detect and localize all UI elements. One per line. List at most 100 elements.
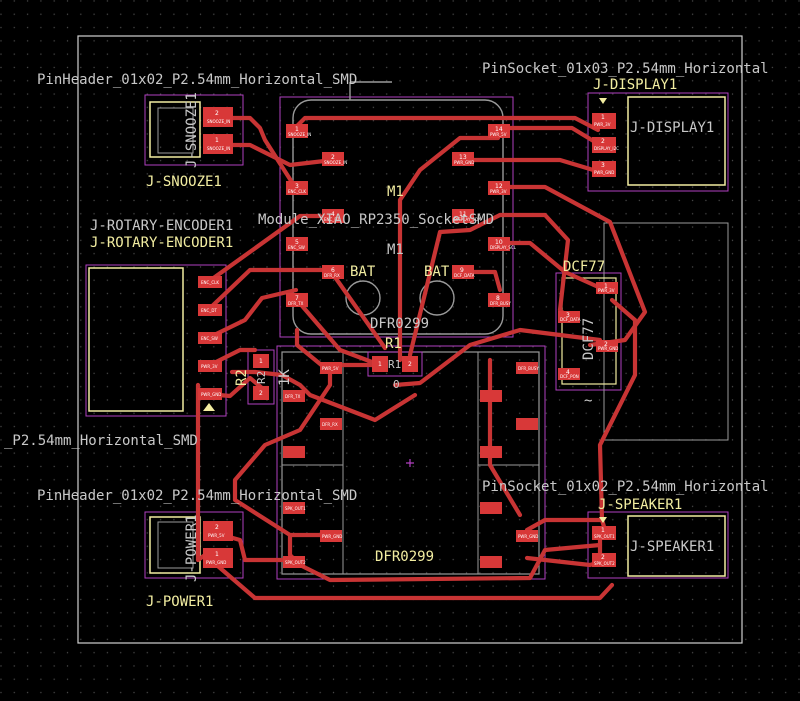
module-pad-9-net: DCF_DATA — [454, 273, 475, 278]
r2-pad-1[interactable] — [253, 354, 269, 368]
dcf-body-outline — [561, 277, 617, 385]
module-pad-4-net: ENC_DT — [324, 217, 340, 222]
dfr-right-pad-5[interactable] — [480, 502, 502, 514]
module-pad-7-net: DFR_TX — [288, 301, 304, 306]
snooze-body-inner — [157, 107, 194, 154]
module-pad-13[interactable] — [452, 152, 474, 166]
r1-pad-2[interactable] — [402, 356, 418, 372]
display-pad-1[interactable] — [592, 113, 616, 129]
module-left-pads: 1 SNOOZE_IN 2 SNOOZE_IN 3 ENC_CLK 4 ENC_… — [286, 124, 347, 307]
module-pad-7-num: 7 — [295, 295, 299, 302]
power-pad-2-net: PWR_5V — [208, 533, 225, 538]
module-pad-4-num: 4 — [331, 211, 335, 218]
module-pad-11[interactable] — [452, 209, 474, 223]
module-pad-2[interactable] — [322, 152, 344, 166]
dcf-pad-3-num: 3 — [566, 312, 570, 319]
encoder-pad-1[interactable] — [198, 276, 222, 288]
dcf-pads: 1 PWR_3V 2 PWR_GND 3 DCF_DATA 4 DCF_PON — [558, 282, 618, 380]
display-pad-3[interactable] — [592, 161, 616, 177]
module-pad-10-net: DISPLAY_SCL — [490, 245, 517, 250]
dfr-left-pad-5[interactable] — [283, 502, 305, 514]
pads-layer: 2 SNOOZE_IN 1 SNOOZE_IN 1 PWR_3V 2 DISPL… — [198, 98, 619, 568]
display-pad-2[interactable] — [592, 137, 616, 153]
encoder-pad-3-net: ENC_SW — [201, 336, 218, 341]
dfr-left-pad-2-net: DFR_TX — [285, 394, 301, 399]
power-pad-1[interactable] — [203, 548, 233, 568]
dfr-right-pad-2[interactable] — [480, 390, 502, 402]
snooze-pad-1[interactable] — [203, 134, 233, 154]
dcf-pad-3[interactable] — [558, 311, 580, 323]
track-enc-dt — [205, 267, 333, 313]
r1-silk-ref: R1 — [385, 336, 402, 352]
encoder-fab-ref: J-ROTARY-ENCODER1 — [90, 218, 233, 234]
module-pad-9[interactable] — [452, 265, 474, 279]
dfr-right-pad-1[interactable] — [516, 362, 538, 374]
module-pad-6-num: 6 — [331, 267, 335, 274]
speaker-pad-1[interactable] — [592, 526, 616, 540]
encoder-pad-5[interactable] — [198, 388, 222, 400]
snooze-pad-2[interactable] — [203, 107, 233, 127]
speaker-pads: 1 SPK_OUT1 2 SPK_OUT2 — [592, 517, 616, 567]
module-pad-1[interactable] — [286, 124, 308, 138]
dfr-left-pad-6-net: PWR_GND — [322, 534, 342, 539]
module-pad-8[interactable] — [488, 293, 510, 307]
speaker-fab-ref: J-SPEAKER1 — [630, 539, 714, 555]
module-pad-4[interactable] — [322, 209, 344, 223]
dfr-right-pad-3[interactable] — [516, 418, 538, 430]
module-pad-6-net: DFR_RX — [324, 273, 340, 278]
encoder-pad-4[interactable] — [198, 360, 222, 372]
module-pad-3[interactable] — [286, 181, 308, 195]
dfr-right-pad-4[interactable] — [480, 446, 502, 458]
r1-fab-ref: R1 — [388, 358, 401, 371]
speaker-pad-1-net: SPK_OUT1 — [594, 534, 615, 539]
dfr-left-pad-1[interactable] — [320, 362, 342, 374]
encoder-pad-2[interactable] — [198, 304, 222, 316]
dcf-silk-ref: DCF77 — [563, 259, 605, 275]
module-pad-14-net: PWR_5V — [490, 132, 507, 137]
dfr-left-pad-2[interactable] — [283, 390, 305, 402]
module-pad-3-net: ENC_CLK — [288, 189, 306, 194]
power-pad-2[interactable] — [203, 521, 233, 541]
dfr-left-pad-4[interactable] — [283, 446, 305, 458]
dcf-pad-3-net: DCF_DATA — [560, 317, 581, 322]
r2-pad-2[interactable] — [253, 386, 269, 400]
module-pad-7[interactable] — [286, 293, 308, 307]
dcf-pad-2[interactable] — [596, 340, 618, 352]
r1-pad-1-num: 1 — [378, 361, 382, 368]
track-power-rail — [195, 382, 208, 563]
speaker-pad-2[interactable] — [592, 553, 616, 567]
bat-hole-right — [419, 280, 455, 316]
dfr-right-pads: DFR_BUSY PWR_GND — [480, 362, 539, 568]
encoder-pad-3[interactable] — [198, 332, 222, 344]
module-silk-ref: M1 — [387, 184, 404, 200]
snooze-pads: 2 SNOOZE_IN 1 SNOOZE_IN — [203, 107, 233, 154]
dfr-left-pad-7[interactable] — [283, 556, 305, 568]
dcf-tilde: ~ — [584, 393, 592, 409]
dfr-left-pad-3[interactable] — [320, 418, 342, 430]
module-pad-6[interactable] — [322, 265, 344, 279]
module-pad-5[interactable] — [286, 237, 308, 251]
encoder-pad-1-net: ENC_CLK — [201, 280, 219, 285]
dfr-right-pad-6[interactable] — [516, 530, 538, 542]
r1-pad-1[interactable] — [372, 356, 388, 372]
snooze-pad-2-num: 2 — [215, 110, 219, 117]
track-enc-long — [229, 369, 418, 423]
dcf-pad-1[interactable] — [596, 282, 618, 294]
module-pad-3-num: 3 — [295, 183, 299, 190]
dcf-pad-4[interactable] — [558, 368, 580, 380]
dfr-right-pad-7[interactable] — [480, 556, 502, 568]
display-pad-2-net: DISPLAY_I2C — [594, 146, 619, 151]
dcf-courtyard — [555, 272, 622, 391]
module-pad-10[interactable] — [488, 237, 510, 251]
bat-right-label: BAT — [424, 264, 450, 280]
speaker-pad-2-net: SPK_OUT2 — [594, 561, 615, 566]
dfr-left-pad-7-net: SPK_OUT2 — [285, 560, 306, 565]
module-pad-12[interactable] — [488, 181, 510, 195]
module-pad-14[interactable] — [488, 124, 510, 138]
track-speaker-1 — [524, 517, 603, 533]
module-pad-5-net: ENC_SW — [288, 245, 305, 250]
track-enc-clk — [205, 213, 323, 285]
dfr-left-pad-6[interactable] — [320, 530, 342, 542]
track-power-gnd — [202, 552, 615, 601]
